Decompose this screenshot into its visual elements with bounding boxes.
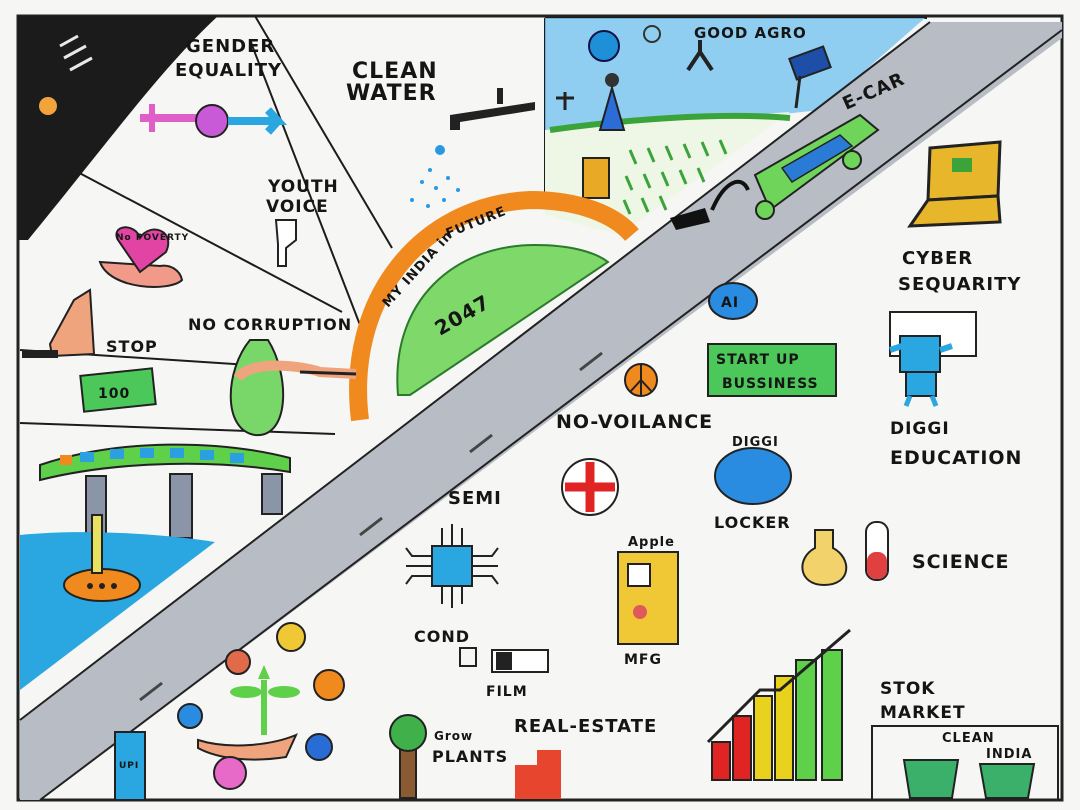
- robot-icon: [889, 311, 977, 407]
- label-note-value: 100: [98, 386, 130, 402]
- label-clean-india-1: CLEAN: [942, 731, 995, 746]
- water-body: [20, 532, 215, 690]
- money-bag-icon: [229, 339, 357, 437]
- label-youth: YOUTH: [267, 177, 339, 197]
- microchip-icon: [405, 524, 499, 608]
- youth-fist-icon: [274, 219, 297, 267]
- drone-icon: [686, 40, 714, 72]
- money-note-icon: [79, 367, 157, 413]
- dustbin-icon: [902, 759, 1036, 799]
- solar-panel-icon: [788, 45, 832, 109]
- bar-chart-icon: [706, 628, 851, 781]
- paper-border: [16, 14, 1064, 802]
- blue-sun-icon: [588, 30, 620, 62]
- metro-train-icon: [39, 443, 291, 482]
- label-grow: Grow: [434, 729, 473, 743]
- road-edge-bottom: [39, 29, 1063, 801]
- charger-plug-icon: [670, 179, 750, 230]
- label-stok: STOK: [880, 679, 935, 699]
- battery-icon: [582, 157, 610, 199]
- label-cond: COND: [414, 627, 470, 646]
- label-bussiness: BUSSINESS: [722, 376, 819, 392]
- flask-icon: [801, 529, 848, 587]
- label-no-poverty: No POVERTY: [116, 233, 189, 243]
- label-clean-india-2: INDIA: [986, 747, 1032, 762]
- test-tube-icon: [865, 521, 889, 581]
- label-start-up: START UP: [716, 352, 800, 368]
- bridge-pillars: [85, 473, 283, 539]
- first-aid-icon: [561, 458, 619, 516]
- label-voice: VOICE: [266, 197, 329, 217]
- startup-box: [707, 343, 837, 397]
- label-ai: AI: [721, 295, 739, 311]
- label-water: WATER: [346, 81, 437, 106]
- label-equality: EQUALITY: [175, 60, 282, 81]
- road: [20, 22, 1062, 800]
- sun-icon: [643, 25, 661, 43]
- label-plants: PLANTS: [432, 747, 508, 766]
- laptop-icon: [907, 140, 1002, 228]
- label-good-agro: GOOD AGRO: [694, 24, 807, 42]
- road-edge-top: [19, 21, 931, 721]
- label-mfg: MFG: [624, 652, 662, 668]
- night-sky-corner: [18, 16, 218, 240]
- label-sequarity: SEQUARITY: [898, 274, 1021, 295]
- upi-card-icon: [114, 731, 146, 801]
- label-science: SCIENCE: [912, 551, 1010, 573]
- farm-sky: [545, 18, 925, 140]
- film-clapper-icon: [459, 647, 549, 673]
- label-market: MARKET: [880, 703, 966, 723]
- label-diggi: DIGGI: [890, 419, 950, 439]
- label-clean: CLEAN: [352, 59, 438, 84]
- farm-field-bg: [545, 112, 790, 235]
- plant-hand-icon: [197, 665, 300, 761]
- label-gender: GENDER: [186, 36, 275, 57]
- label-diggi-locker-top: DIGGI: [732, 435, 779, 450]
- crop-rows: [622, 139, 728, 215]
- label-education: EDUCATION: [890, 447, 1022, 469]
- no-poverty-heart-icon: [98, 226, 184, 288]
- tree-icon: [389, 714, 427, 799]
- grass-strip: [549, 112, 791, 133]
- label-cyber: CYBER: [902, 248, 973, 269]
- electric-car-icon: [753, 113, 880, 220]
- windmill-icon: [556, 92, 574, 110]
- stop-hand-icon: [22, 288, 96, 358]
- locker-cloud-icon: [714, 447, 792, 505]
- moon-icon: [39, 97, 57, 115]
- coin-icons: [177, 622, 345, 790]
- submarine-icon: [63, 514, 141, 602]
- ai-badge-icon: [708, 282, 758, 320]
- label-stop: STOP: [106, 337, 158, 356]
- peace-icon: [624, 363, 658, 397]
- label-locker: LOCKER: [714, 513, 791, 532]
- building-icon: [515, 750, 561, 799]
- label-semi: SEMI: [448, 488, 502, 509]
- farmer-icon: [598, 73, 626, 131]
- road-dashes: [139, 351, 603, 702]
- label-apple: Apple: [628, 535, 675, 550]
- label-no-corruption: NO CORRUPTION: [188, 315, 352, 334]
- phone-icon: [617, 551, 679, 645]
- label-film: FILM: [486, 684, 528, 700]
- label-upi: UPI: [119, 761, 139, 771]
- label-real-estate: REAL-ESTATE: [514, 716, 657, 737]
- clean-india-box: [871, 725, 1059, 801]
- star-lines: [59, 34, 93, 72]
- water-tap-icon: [410, 88, 535, 208]
- label-no-violence: NO-VOILANCE: [556, 411, 713, 433]
- future-arc: [349, 190, 639, 422]
- globe-icon: [396, 243, 610, 396]
- gender-symbol-icon: [140, 104, 288, 138]
